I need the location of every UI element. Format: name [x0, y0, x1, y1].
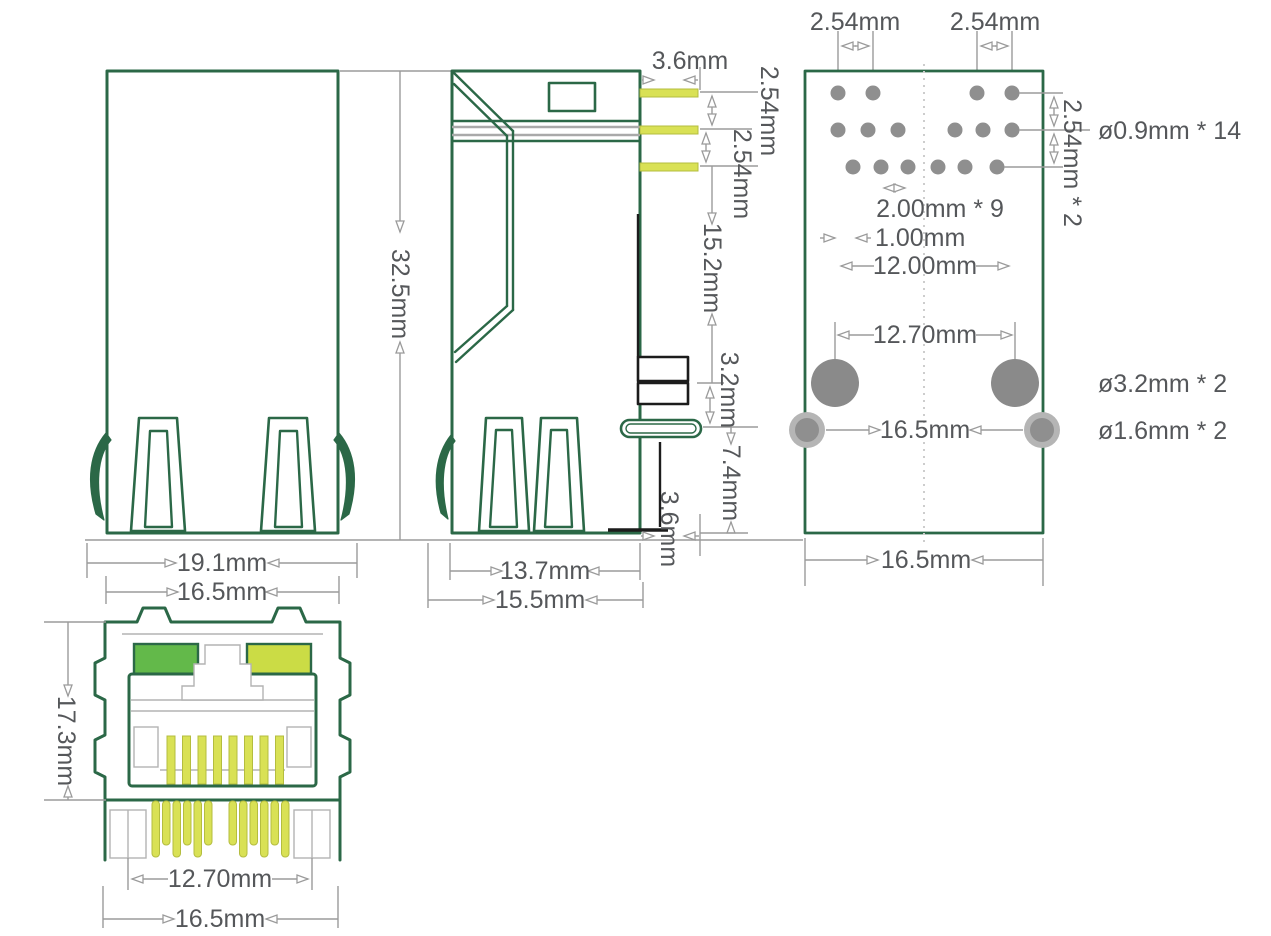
latch-clip-right	[333, 432, 356, 521]
dim-pin-spacing: 2.00mm * 9	[876, 195, 1004, 223]
side-view	[89, 69, 356, 535]
small-hole	[789, 412, 825, 448]
mount-posts	[109, 809, 331, 859]
solder-pin	[639, 162, 699, 172]
led-window-yellow	[245, 642, 313, 676]
dim-pin-pitch-a: 2.54mm	[755, 66, 783, 156]
dim-front-height: 17.3mm	[52, 696, 80, 786]
dim-row-pitch: 2.54mm * 2	[1058, 99, 1086, 227]
dim-leg-span: 13.7mm	[500, 557, 590, 585]
dim-post-span: 12.70mm	[873, 321, 977, 349]
latch-clip-left	[435, 434, 456, 520]
pad-holes	[830, 85, 1020, 175]
profile-view	[435, 69, 703, 535]
solder-pin	[639, 88, 699, 98]
mount-leg	[532, 416, 586, 533]
dim-side-outer-width: 19.1mm	[177, 549, 267, 577]
latch-clip-left	[89, 432, 112, 521]
dim-body-depth: 15.5mm	[495, 586, 585, 614]
front-view	[93, 606, 352, 862]
dim-span: 12.00mm	[873, 252, 977, 280]
dim-edge-offset: 3.6mm	[655, 491, 683, 567]
mount-leg	[129, 416, 187, 533]
mount-leg-inner	[273, 429, 304, 529]
profile-window	[547, 81, 597, 113]
port-slot	[286, 726, 312, 768]
dim-board-width: 16.5mm	[881, 546, 971, 574]
top-view-dimensions: 2.54mm 2.54mm 2.54mm * 2 ø0.9mm * 14 2.0…	[804, 8, 1241, 586]
dim-pitch-right: 2.54mm	[950, 8, 1040, 36]
small-hole	[1024, 412, 1060, 448]
dim-front-width: 16.5mm	[175, 905, 265, 933]
dim-signal-holes: ø0.9mm * 14	[1098, 117, 1241, 145]
lower-walls	[103, 798, 342, 862]
solder-pin	[639, 125, 699, 135]
profile-view-dimensions: 3.6mm 2.54mm 2.54mm 15.2mm 3.2mm 7.4mm 3…	[427, 47, 783, 614]
dim-side-height: 32.5mm	[386, 249, 414, 339]
dim-side-inner-width: 16.5mm	[177, 578, 267, 606]
shield-band	[452, 125, 640, 137]
dim-pin-pitch-b: 2.54mm	[728, 129, 756, 219]
post-hole	[991, 359, 1039, 407]
mount-leg	[259, 416, 317, 533]
dim-hole-span: 16.5mm	[880, 416, 970, 444]
dim-small-holes: ø1.6mm * 2	[1098, 417, 1227, 445]
port-contacts	[166, 735, 284, 785]
pcb-clip-lower	[636, 381, 690, 406]
mount-leg-inner	[143, 429, 174, 529]
bottom-pins	[151, 800, 290, 858]
pcb-clip-upper	[636, 355, 690, 383]
dim-latch-to-bottom: 7.4mm	[717, 445, 745, 521]
side-view-dimensions: 32.5mm 19.1mm 16.5mm	[86, 70, 457, 606]
port-keystone	[181, 644, 264, 701]
mount-leg-inner	[488, 428, 519, 529]
dim-row-offset: 1.00mm	[875, 224, 965, 252]
dim-clip-height: 3.2mm	[715, 352, 743, 428]
front-view-dimensions: 17.3mm 12.70mm 16.5mm	[44, 621, 339, 933]
mount-leg-inner	[543, 428, 574, 529]
led-window-green	[132, 642, 200, 676]
snap-latch-tab-inner	[625, 423, 697, 434]
dim-pin-length: 3.6mm	[652, 47, 728, 75]
mount-leg	[477, 416, 531, 533]
top-view	[789, 31, 1060, 543]
dim-front-pin-span: 12.70mm	[168, 865, 272, 893]
snap-latch-tab	[619, 418, 703, 439]
dim-pin-to-board: 15.2mm	[698, 223, 726, 313]
dim-post-holes: ø3.2mm * 2	[1098, 370, 1227, 398]
port-slot	[133, 726, 159, 768]
post-hole	[811, 359, 859, 407]
dim-pitch-left: 2.54mm	[810, 8, 900, 36]
